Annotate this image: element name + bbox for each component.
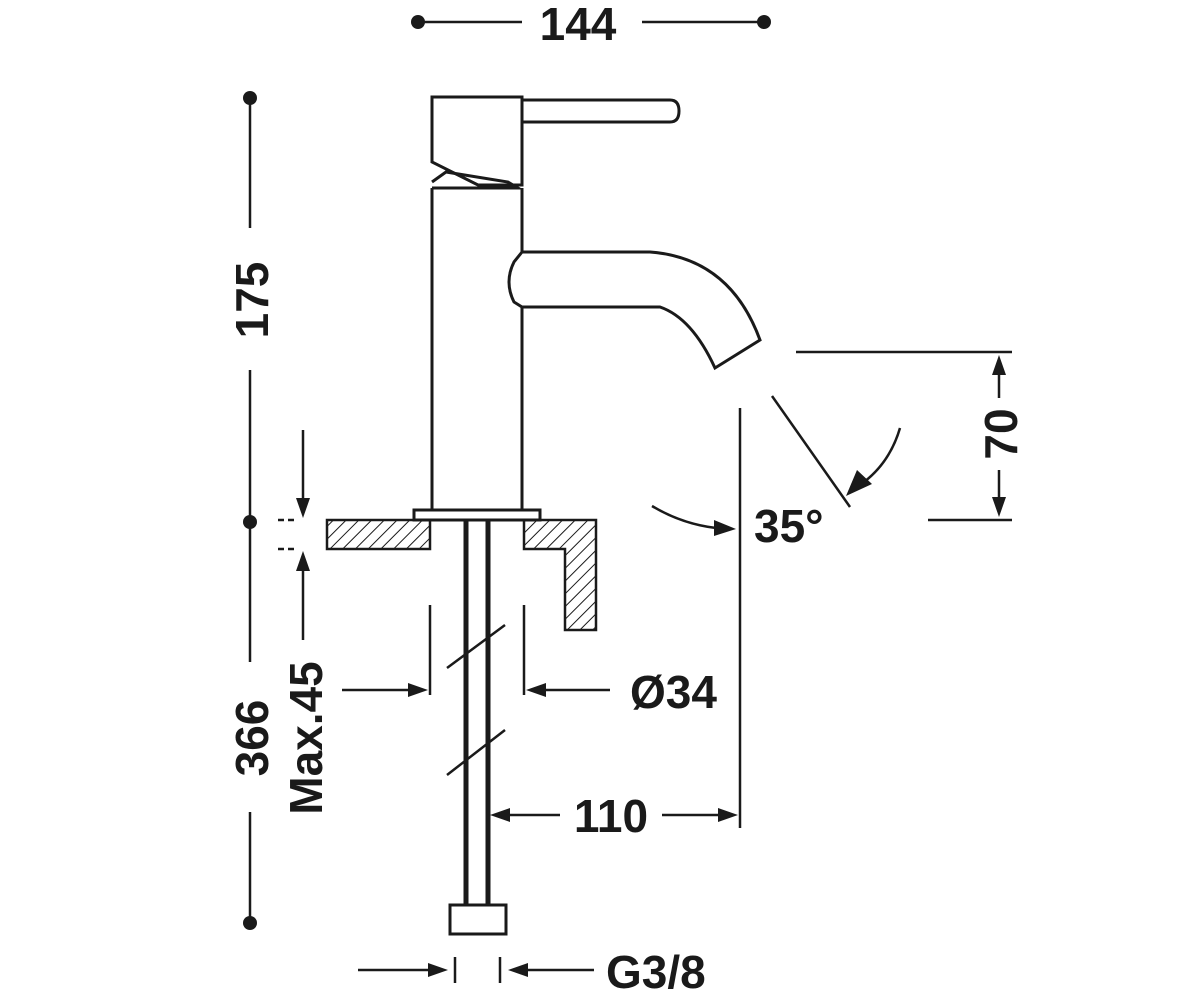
label-body-diameter: Ø34 [630, 666, 717, 718]
spout [507, 250, 762, 371]
dim-total-width: 144 [411, 0, 771, 50]
faucet-outline [412, 95, 762, 522]
dim-spout-reach: 110 [490, 408, 742, 842]
dim-spout-height: 70 [796, 350, 1027, 522]
hose-connector [448, 903, 508, 936]
dim-left-vertical: 175 366 [226, 91, 278, 930]
label-total-height: 366 [226, 700, 278, 777]
dim-spout-angle: 35° [651, 395, 902, 552]
faucet-body [430, 188, 524, 510]
dim-connection-thread: G3/8 [358, 946, 706, 998]
label-total-width: 144 [540, 0, 617, 50]
lever-handle [430, 95, 524, 187]
label-spout-angle: 35° [754, 500, 824, 552]
label-max-deck-thickness: Max.45 [280, 661, 332, 814]
supply-hose [448, 520, 508, 936]
label-height-above-deck: 175 [226, 262, 278, 339]
countertop-left [325, 518, 432, 551]
lever-arm [522, 98, 681, 124]
base-flange [412, 508, 542, 522]
label-connection-thread: G3/8 [606, 946, 706, 998]
dim-body-diameter: Ø34 [342, 666, 717, 718]
handle-collar [431, 170, 524, 190]
label-spout-reach: 110 [574, 790, 648, 842]
label-spout-height: 70 [975, 408, 1027, 459]
countertop-section [325, 518, 598, 632]
dim-deck-thickness: Max.45 [278, 430, 332, 815]
countertop-right [522, 518, 598, 632]
shank-break-lines [428, 605, 526, 776]
